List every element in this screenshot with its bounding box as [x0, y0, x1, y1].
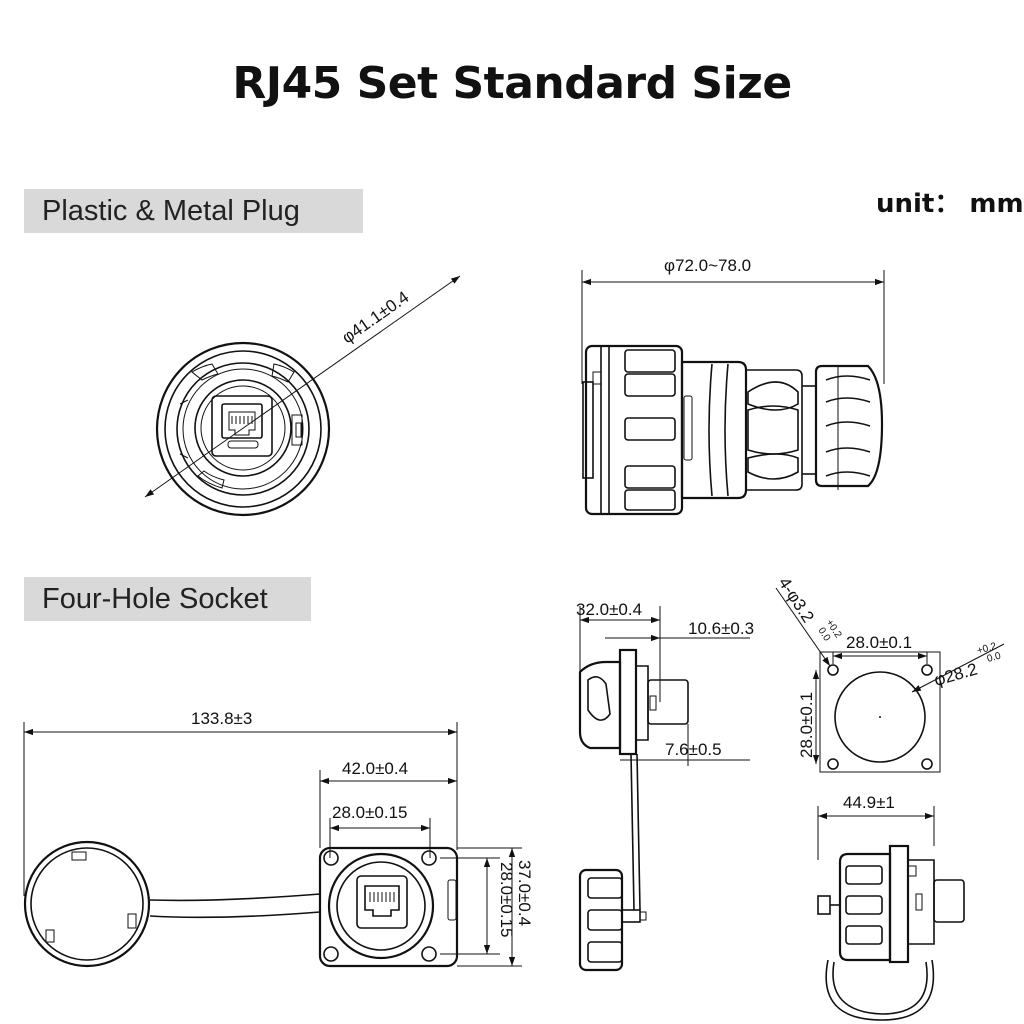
socket-front-view: 133.8±3 42.0±0.4 28.0±0.15 28.0±0.15 [23, 709, 534, 968]
socket-panel-thickness-label: 7.6±0.5 [665, 740, 722, 759]
socket-hole-spacing-v-label: 28.0±0.15 [497, 862, 516, 938]
socket-flange-height-label: 37.0±0.4 [515, 860, 534, 926]
socket-side-view: 32.0±0.4 10.6±0.3 7.6±0.5 [576, 600, 754, 972]
socket-hole-spacing-h-label: 28.0±0.15 [332, 803, 408, 822]
mated-socket-view: 44.9±1 [817, 793, 965, 1021]
socket-side-front-label: 10.6±0.3 [688, 619, 754, 638]
cutout-diameter-label: φ28.2 [932, 659, 980, 689]
panel-cutout-view: 28.0±0.1 28.0±0.1 4-φ3.2 +0.2 0.0 φ28.2 … [775, 574, 1005, 773]
mated-width-label: 44.9±1 [843, 793, 895, 812]
socket-flange-width-label: 42.0±0.4 [342, 759, 408, 778]
socket-overall-length-label: 133.8±3 [191, 709, 252, 728]
plug-length-label: φ72.0~78.0 [664, 256, 751, 275]
socket-section-label: Four-Hole Socket [24, 577, 311, 621]
cutout-spacing-v-label: 28.0±0.1 [797, 692, 816, 758]
cutout-diameter-tol-upper: +0.2 [976, 641, 998, 657]
cutout-diameter-tol-lower: 0.0 [986, 650, 1003, 665]
cutout-spacing-h-label: 28.0±0.1 [846, 633, 912, 652]
cutout-holes-label: 4-φ3.2 [775, 574, 818, 626]
plug-section-label: Plastic & Metal Plug [24, 189, 363, 233]
plug-front-view: φ41.1±0.4 [144, 275, 461, 517]
socket-side-depth-label: 32.0±0.4 [576, 600, 642, 619]
page-title: RJ45 Set Standard Size [232, 58, 792, 109]
unit-label: unit： mm [876, 189, 1024, 219]
plug-side-view: φ72.0~78.0 [581, 256, 885, 516]
